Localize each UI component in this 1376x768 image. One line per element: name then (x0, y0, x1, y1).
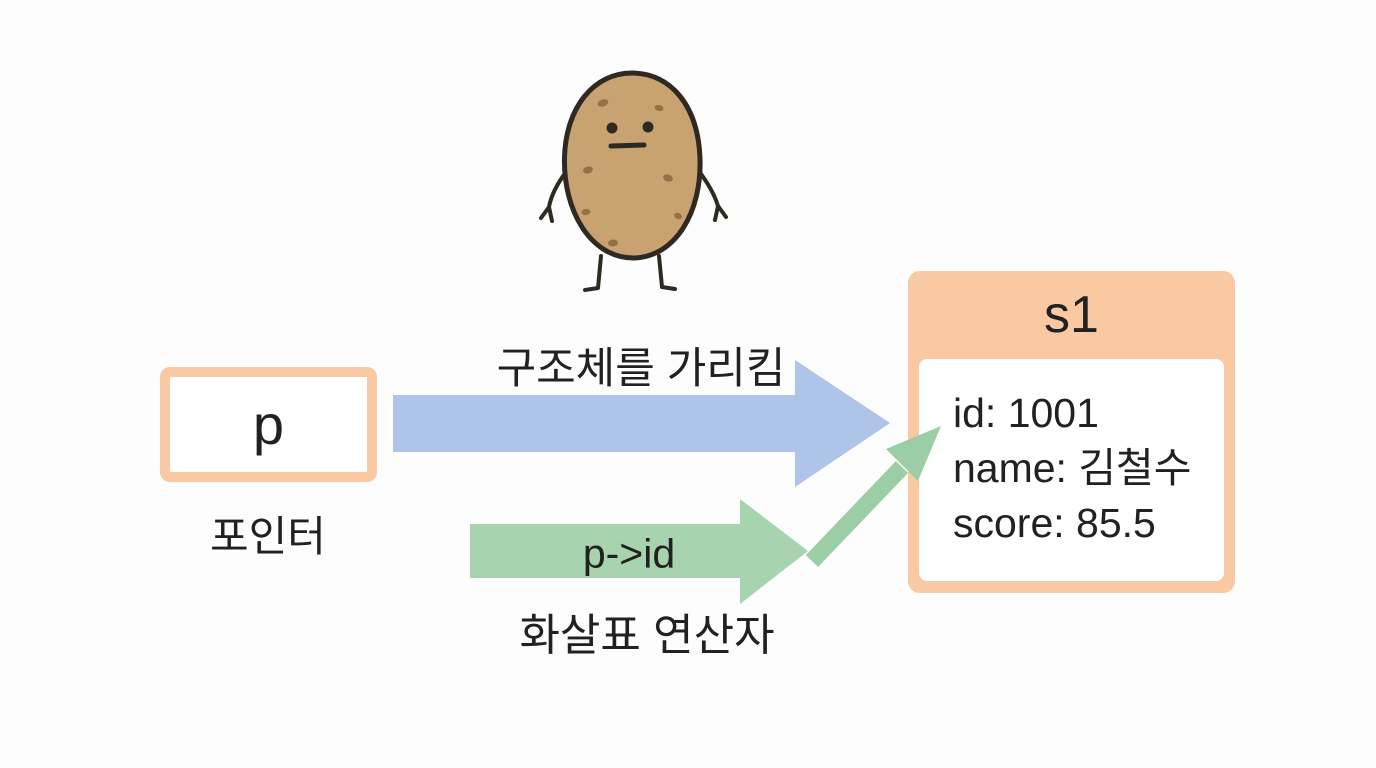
potato-arms (539, 168, 728, 223)
struct-body: id: 1001 name: 김철수 score: 85.5 (919, 359, 1224, 581)
pointer-caption: 포인터 (210, 513, 326, 560)
points-to-label: 구조체를 가리킴 (496, 345, 786, 393)
struct-field-name: name: 김철수 (953, 445, 1192, 491)
potato-spots (581, 99, 682, 247)
struct-box: s1 id: 1001 name: 김철수 score: 85.5 (908, 271, 1235, 593)
struct-field-id: id: 1001 (953, 390, 1099, 436)
potato-eye-left-icon (606, 122, 618, 134)
pointer-variable-label: p (252, 393, 285, 456)
arrow-operator-expression: p->id (582, 530, 676, 577)
potato-mouth (608, 142, 647, 149)
potato-character-icon (539, 70, 728, 292)
struct-title: s1 (1044, 286, 1099, 344)
struct-field-score: score: 85.5 (953, 500, 1156, 546)
potato-body (561, 70, 703, 261)
arrow-operator-arrow-icon (470, 426, 941, 604)
potato-face (606, 121, 654, 149)
arrow-operator-caption: 화살표 연산자 (519, 611, 775, 660)
potato-legs (583, 254, 677, 292)
potato-eye-right-icon (642, 121, 654, 133)
pointer-variable-box: p (160, 367, 377, 482)
